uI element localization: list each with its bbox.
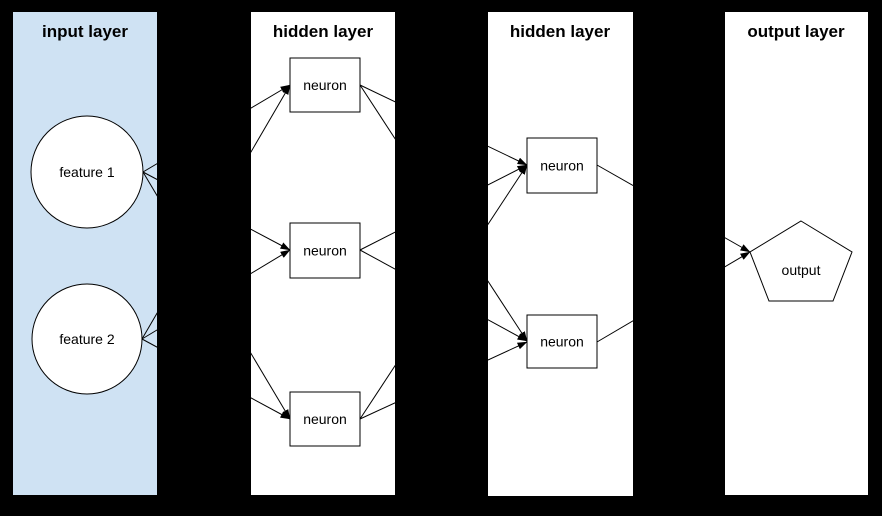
layer-title-input: input layer	[42, 22, 128, 41]
node-label-neuron-1: neuron	[303, 77, 347, 93]
node-neuron-4	[526, 137, 598, 194]
edge-neuron-2-to-neuron-5	[359, 249, 528, 342]
node-feature-1	[30, 115, 144, 229]
node-feature-2	[31, 283, 143, 395]
node-neuron-2	[289, 222, 361, 279]
edge-feature-1-to-neuron-1	[142, 84, 291, 173]
node-output-node	[749, 220, 853, 302]
layer-panel-hidden2	[488, 12, 633, 496]
edge-neuron-1-to-neuron-5	[359, 84, 528, 342]
node-neuron-1	[289, 57, 361, 113]
edge-neuron-4-to-output-node	[596, 164, 751, 253]
edge-neuron-2-to-neuron-4	[359, 164, 528, 251]
edge-feature-2-to-neuron-2	[141, 249, 291, 340]
node-neuron-5	[526, 314, 598, 369]
layer-title-hidden2: hidden layer	[510, 22, 611, 41]
layer-title-output: output layer	[747, 22, 845, 41]
node-neuron-3	[289, 391, 361, 447]
node-label-neuron-5: neuron	[540, 333, 584, 349]
edge-feature-2-to-neuron-3	[141, 338, 291, 420]
edge-neuron-3-to-neuron-4	[359, 164, 528, 420]
node-label-neuron-4: neuron	[540, 157, 584, 173]
node-label-neuron-2: neuron	[303, 242, 347, 258]
node-label-feature-2: feature 2	[59, 331, 114, 347]
node-label-output-node: output	[782, 262, 821, 278]
node-label-feature-1: feature 1	[59, 164, 114, 180]
layer-title-hidden1: hidden layer	[273, 22, 374, 41]
node-label-neuron-3: neuron	[303, 411, 347, 427]
edge-neuron-1-to-neuron-4	[359, 84, 528, 166]
layer-panel-input	[13, 12, 157, 495]
edge-feature-2-to-neuron-1	[141, 84, 291, 340]
edge-feature-1-to-neuron-3	[142, 171, 291, 420]
edge-neuron-5-to-output-node	[596, 251, 751, 343]
edge-neuron-3-to-neuron-5	[359, 341, 528, 420]
